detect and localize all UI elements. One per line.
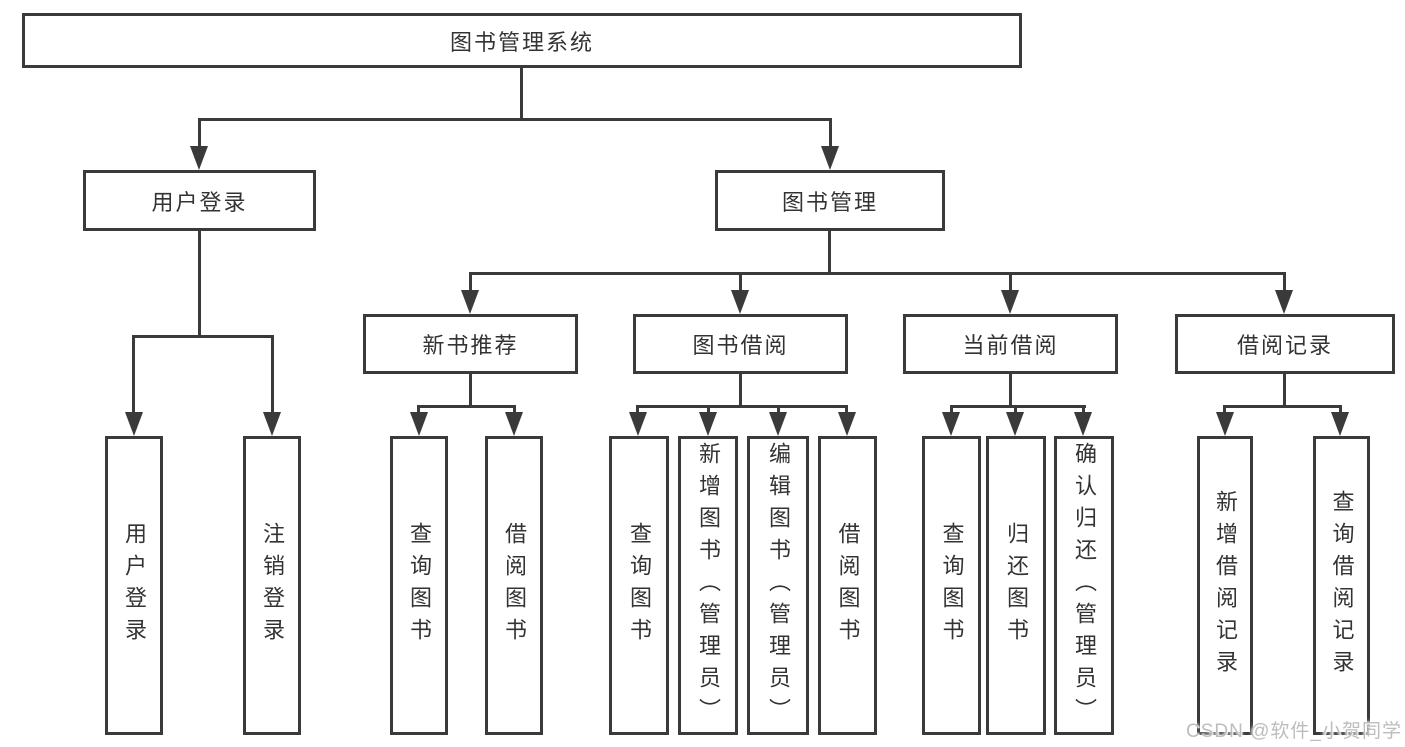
arrow-down-icon	[263, 412, 281, 436]
leaf-label: 查询借阅记录	[1329, 489, 1355, 682]
leaf-label: 用户登录	[122, 521, 147, 650]
node-user-login: 用户登录	[83, 170, 316, 231]
arrow-down-icon	[1275, 290, 1293, 314]
arrow-down-icon	[699, 412, 717, 436]
node-label: 新书推荐	[422, 333, 519, 358]
leaf-label: 确认归还（管理员）	[1072, 441, 1097, 730]
connector-line	[739, 272, 742, 294]
arrow-down-icon	[821, 146, 839, 170]
leaf-user-login: 用户登录	[105, 436, 163, 735]
connector-line	[198, 118, 832, 121]
leaf-query-books-borrow: 查询图书	[609, 436, 669, 735]
connector-line	[777, 405, 780, 417]
connector-line	[417, 405, 516, 408]
node-library-system: 图书管理系统	[22, 13, 1022, 68]
connector-line	[950, 405, 953, 417]
connector-line	[1009, 272, 1012, 294]
arrow-down-icon	[1074, 412, 1092, 436]
connector-line	[198, 231, 201, 338]
connector-line	[1014, 405, 1017, 417]
leaf-borrow-books-recommend: 借阅图书	[485, 436, 543, 735]
leaf-label: 编辑图书（管理员）	[766, 441, 791, 730]
connector-line	[845, 405, 848, 417]
leaf-query-borrow-record: 查询借阅记录	[1313, 436, 1370, 735]
node-book-borrow: 图书借阅	[633, 314, 848, 374]
arrow-down-icon	[410, 412, 428, 436]
connector-line	[739, 374, 742, 408]
connector-line	[1339, 405, 1342, 417]
leaf-label: 新增图书（管理员）	[696, 441, 721, 730]
leaf-query-books-recommend: 查询图书	[390, 436, 448, 735]
node-label: 当前借阅	[962, 333, 1059, 358]
watermark: CSDN @软件_小贺同学	[1186, 721, 1402, 742]
leaf-add-borrow-record: 新增借阅记录	[1197, 436, 1253, 735]
connector-line	[132, 335, 274, 338]
arrow-down-icon	[125, 412, 143, 436]
connector-line	[829, 118, 832, 150]
connector-line	[828, 231, 831, 275]
connector-line	[636, 405, 848, 408]
leaf-label: 查询图书	[407, 521, 432, 650]
leaf-borrow-books: 借阅图书	[818, 436, 877, 735]
leaf-label: 注销登录	[260, 521, 285, 650]
connector-line	[469, 272, 472, 294]
node-label: 图书管理系统	[449, 29, 594, 55]
arrow-down-icon	[731, 290, 749, 314]
connector-line	[132, 335, 135, 415]
connector-line	[520, 68, 523, 121]
arrow-down-icon	[1006, 412, 1024, 436]
node-book-management: 图书管理	[715, 170, 945, 231]
node-label: 用户登录	[151, 189, 248, 215]
connector-line	[271, 335, 274, 415]
arrow-down-icon	[461, 290, 479, 314]
connector-line	[1223, 405, 1342, 408]
connector-line	[636, 405, 639, 417]
leaf-label: 归还图书	[1004, 521, 1029, 650]
arrow-down-icon	[942, 412, 960, 436]
arrow-down-icon	[505, 412, 523, 436]
leaf-label: 查询图书	[627, 521, 652, 650]
leaf-label: 借阅图书	[502, 521, 527, 650]
leaf-add-books-admin: 新增图书（管理员）	[678, 436, 738, 735]
node-current-borrow: 当前借阅	[903, 314, 1118, 374]
connector-line	[417, 405, 420, 417]
leaf-label: 查询图书	[939, 521, 965, 650]
leaf-return-books: 归还图书	[986, 436, 1046, 735]
connector-line	[1009, 374, 1012, 408]
connector-line	[950, 405, 1086, 408]
leaf-query-books-current: 查询图书	[922, 436, 981, 735]
connector-line	[1283, 374, 1286, 408]
arrow-down-icon	[629, 412, 647, 436]
node-label: 借阅记录	[1236, 333, 1333, 358]
connector-line	[469, 272, 1286, 275]
arrow-down-icon	[769, 412, 787, 436]
connector-line	[1223, 405, 1226, 417]
arrow-down-icon	[190, 146, 208, 170]
leaf-confirm-return-admin: 确认归还（管理员）	[1054, 436, 1114, 735]
connector-line	[1082, 405, 1085, 417]
node-label: 图书管理	[781, 189, 878, 215]
leaf-logout: 注销登录	[243, 436, 301, 735]
arrow-down-icon	[1216, 412, 1234, 436]
node-borrow-records: 借阅记录	[1175, 314, 1395, 374]
arrow-down-icon	[1001, 290, 1019, 314]
node-new-book-recommend: 新书推荐	[363, 314, 578, 374]
arrow-down-icon	[838, 412, 856, 436]
connector-line	[469, 374, 472, 408]
connector-line	[1283, 272, 1286, 294]
connector-line	[707, 405, 710, 417]
leaf-label: 借阅图书	[835, 521, 861, 650]
leaf-label: 新增借阅记录	[1213, 489, 1238, 682]
connector-line	[513, 405, 516, 417]
connector-line	[198, 118, 201, 150]
leaf-edit-books-admin: 编辑图书（管理员）	[747, 436, 809, 735]
arrow-down-icon	[1331, 412, 1349, 436]
node-label: 图书借阅	[692, 333, 789, 358]
